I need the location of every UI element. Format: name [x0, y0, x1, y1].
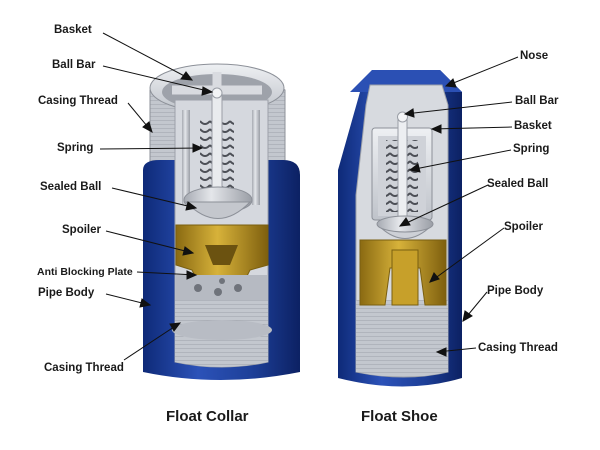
float-shoe-illustration: [338, 70, 462, 387]
label-ball-bar: Ball Bar: [52, 59, 96, 71]
label-pipe-body: Pipe Body: [487, 285, 544, 297]
label-basket: Basket: [54, 24, 92, 36]
label-spring: Spring: [513, 143, 550, 155]
label-pipe-body: Pipe Body: [38, 287, 95, 299]
label-ball-bar: Ball Bar: [515, 95, 559, 107]
leader-lines: [99, 32, 519, 361]
caption-float-shoe: Float Shoe: [361, 408, 438, 425]
label-basket: Basket: [514, 120, 552, 132]
label-nose: Nose: [520, 50, 549, 62]
label-casing-thread-bottom: Casing Thread: [44, 362, 124, 374]
float-collar-illustration: [143, 63, 300, 380]
label-sealed-ball: Sealed Ball: [40, 181, 102, 193]
label-spoiler: Spoiler: [504, 221, 543, 233]
label-sealed-ball: Sealed Ball: [487, 178, 549, 190]
label-spring: Spring: [57, 142, 94, 154]
label-anti-blocking-plate: Anti Blocking Plate: [37, 266, 133, 278]
label-casing-thread-top: Casing Thread: [38, 95, 118, 107]
label-casing-thread: Casing Thread: [478, 342, 558, 354]
caption-float-collar: Float Collar: [166, 408, 249, 425]
label-spoiler: Spoiler: [62, 224, 101, 236]
